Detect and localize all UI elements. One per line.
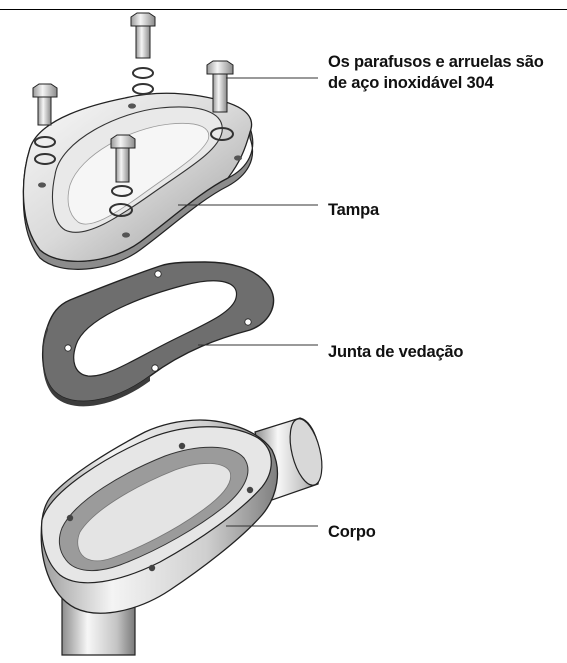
- label-screws-line1: Os parafusos e arruelas são: [328, 53, 544, 71]
- conduit-body: [40, 417, 323, 656]
- label-gasket: Junta de vedação: [328, 343, 464, 361]
- gasket: [41, 261, 275, 407]
- cover-plate: [22, 92, 254, 270]
- bolt-right: [206, 60, 234, 113]
- label-screws-washers: Os parafusos e arruelas são de aço inoxi…: [328, 52, 544, 94]
- bolt-top-center: [130, 12, 156, 95]
- bolt-front: [110, 134, 136, 197]
- bolt-left: [32, 83, 58, 165]
- label-screws-line2: de aço inoxidável 304: [328, 74, 494, 92]
- label-body: Corpo: [328, 523, 376, 541]
- top-rule: [0, 9, 567, 10]
- label-cover: Tampa: [328, 201, 379, 219]
